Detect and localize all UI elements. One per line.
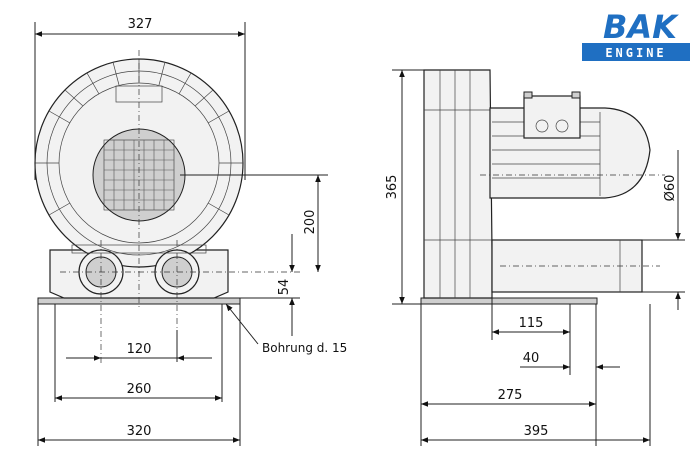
dim-275: 275 bbox=[498, 388, 523, 403]
dim-115: 115 bbox=[519, 316, 544, 331]
dim-260: 260 bbox=[127, 382, 152, 397]
logo-brand: BAK bbox=[603, 8, 679, 46]
bak-engine-logo: BAK ENGINE bbox=[582, 8, 690, 61]
dim-diameter-60: Ø60 bbox=[663, 175, 678, 202]
side-centerlines bbox=[480, 174, 665, 267]
note-bore: Bohrung d. 15 bbox=[262, 341, 347, 355]
dim-365: 365 bbox=[385, 175, 400, 200]
dim-327: 327 bbox=[128, 17, 153, 32]
front-dimensions: 327 200 54 120 260 320 Bohrung d. 15 bbox=[34, 17, 347, 446]
dim-54: 54 bbox=[277, 279, 292, 296]
front-centerlines bbox=[60, 50, 300, 365]
dim-320: 320 bbox=[127, 424, 152, 439]
dim-395: 395 bbox=[524, 424, 549, 439]
side-base-plate bbox=[420, 297, 598, 305]
dim-40: 40 bbox=[523, 351, 540, 366]
side-view bbox=[420, 69, 651, 305]
side-terminal-box bbox=[523, 95, 581, 139]
logo-sub: ENGINE bbox=[605, 46, 666, 60]
side-dimensions: 365 Ø60 115 40 275 395 bbox=[385, 69, 685, 446]
dim-200: 200 bbox=[303, 210, 318, 235]
logo-sub-background bbox=[582, 43, 690, 61]
dim-120: 120 bbox=[127, 342, 152, 357]
side-blower-housing bbox=[423, 69, 493, 299]
